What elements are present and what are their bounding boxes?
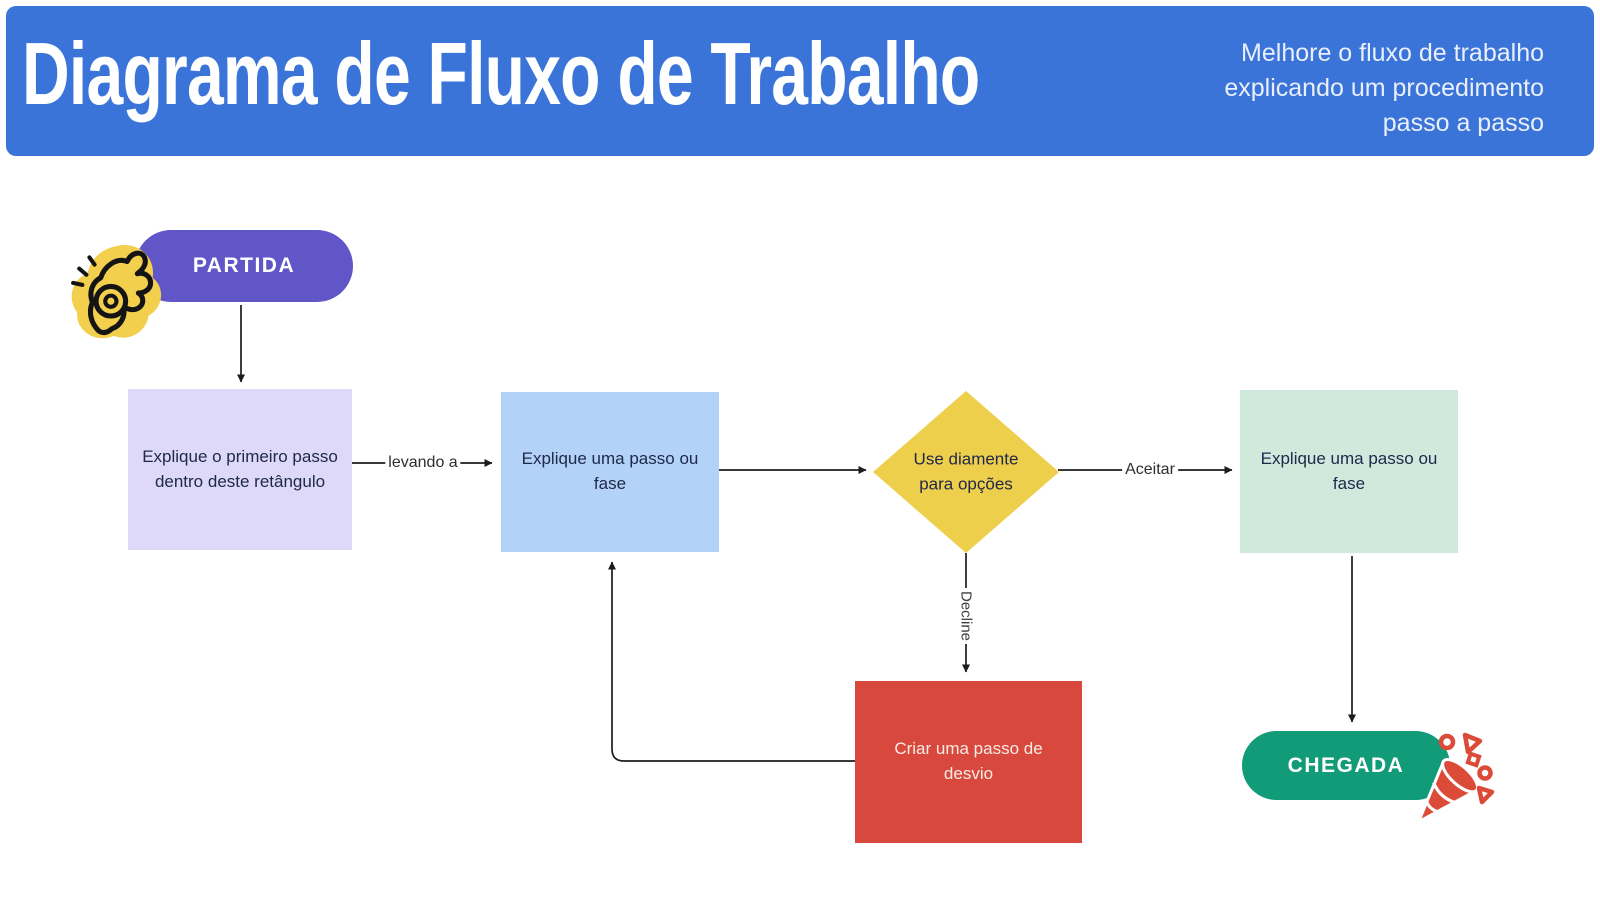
detour-label: Criar uma passo de desvio <box>894 739 1043 783</box>
flow-node-detour: Criar uma passo de desvio <box>855 681 1082 843</box>
decision-diamond <box>873 391 1059 553</box>
edge-label-aceitar: Aceitar <box>1122 460 1178 480</box>
step2-label: Explique uma passo ou fase <box>521 449 699 493</box>
edge-label-levando-a: levando a <box>385 453 461 473</box>
flow-node-step3: Explique uma passo ou fase <box>1240 390 1458 553</box>
page-subtitle: Melhore o fluxo de trabalho explicando u… <box>1224 36 1544 141</box>
header-banner: Diagrama de Fluxo de Trabalho Melhore o … <box>6 6 1594 156</box>
edge-detour-back-to-step2 <box>608 561 855 762</box>
ok-hand-icon <box>71 245 162 339</box>
subtitle-line-2: explicando um procedimento <box>1224 74 1544 102</box>
edge-label-decline: Decline <box>956 587 976 645</box>
subtitle-line-3: passo a passo <box>1382 109 1544 137</box>
party-popper-icon <box>1417 732 1495 824</box>
end-node: CHEGADA <box>1242 731 1450 800</box>
step1-label: Explique o primeiro passo dentro deste r… <box>142 446 338 491</box>
start-node: PARTIDA <box>135 230 353 302</box>
flow-node-step2: Explique uma passo ou fase <box>501 392 719 552</box>
decision-label: Use diamente para opções <box>913 449 1019 493</box>
start-node-label: PARTIDA <box>192 254 296 277</box>
page-title: Diagrama de Fluxo de Trabalho <box>22 24 980 123</box>
end-node-label: CHEGADA <box>1287 753 1405 777</box>
flow-node-step1: Explique o primeiro passo dentro deste r… <box>128 389 352 550</box>
step3-label: Explique uma passo ou fase <box>1260 448 1438 493</box>
subtitle-line-1: Melhore o fluxo de trabalho <box>1241 39 1544 67</box>
